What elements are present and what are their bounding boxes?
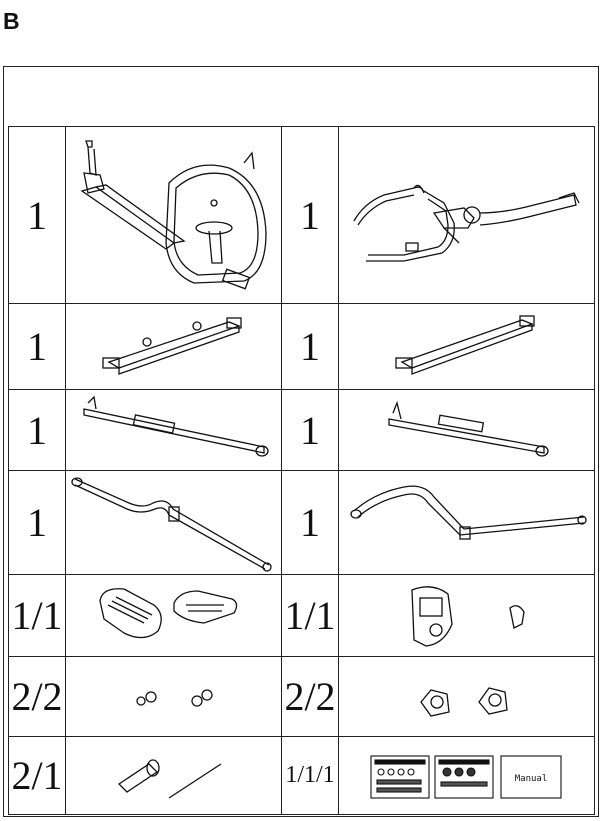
parts-row: 1/1 1/1	[8, 574, 595, 657]
parts-list-header	[4, 67, 598, 125]
section-label: B	[3, 8, 20, 34]
parts-row: 1	[8, 126, 595, 304]
quantity-cell: 1	[281, 303, 339, 390]
parts-row: 1 1	[8, 303, 595, 390]
quantity-cell: 1	[8, 389, 66, 471]
quantity-cell: 2/2	[8, 656, 66, 737]
parts-table: 1	[8, 126, 595, 815]
parts-row: 2/2 2/2	[8, 656, 595, 737]
parts-row: 2/1 1/1/1	[8, 736, 595, 815]
quantity-cell: 1	[281, 470, 339, 575]
quantity-cell: 1	[8, 470, 66, 575]
axle-and-tube-icon	[65, 736, 282, 815]
quantity-cell: 1	[281, 126, 339, 304]
parts-row: 1 1	[8, 389, 595, 471]
front-stabilizer-icon	[65, 303, 282, 390]
parts-list-frame: 1	[3, 66, 599, 817]
right-moving-handlebar-icon	[338, 470, 595, 575]
left-moving-handlebar-icon	[65, 470, 282, 575]
quantity-cell: 1	[8, 303, 66, 390]
quantity-cell: 2/1	[8, 736, 66, 815]
pedals-icon	[65, 574, 282, 657]
right-pedal-arm-icon	[338, 389, 595, 471]
rear-stabilizer-icon	[338, 303, 595, 390]
parts-row: 1 1	[8, 470, 595, 575]
quantity-cell: 1	[8, 126, 66, 304]
pivot-covers-icon	[338, 656, 595, 737]
handlebar-post-icon	[338, 126, 595, 304]
left-pedal-arm-icon	[65, 389, 282, 471]
quantity-cell: 1	[281, 389, 339, 471]
quantity-cell: 1/1/1	[281, 736, 339, 815]
quantity-cell: 2/2	[281, 656, 339, 737]
main-frame-icon	[65, 126, 282, 304]
manual-label: Manual	[514, 774, 547, 784]
quantity-cell: 1/1	[281, 574, 339, 657]
quantity-cell: 1/1	[8, 574, 66, 657]
end-caps-icon	[65, 656, 282, 737]
hardware-cards-and-manual-icon: Manual	[338, 736, 595, 815]
console-and-bracket-icon	[338, 574, 595, 657]
